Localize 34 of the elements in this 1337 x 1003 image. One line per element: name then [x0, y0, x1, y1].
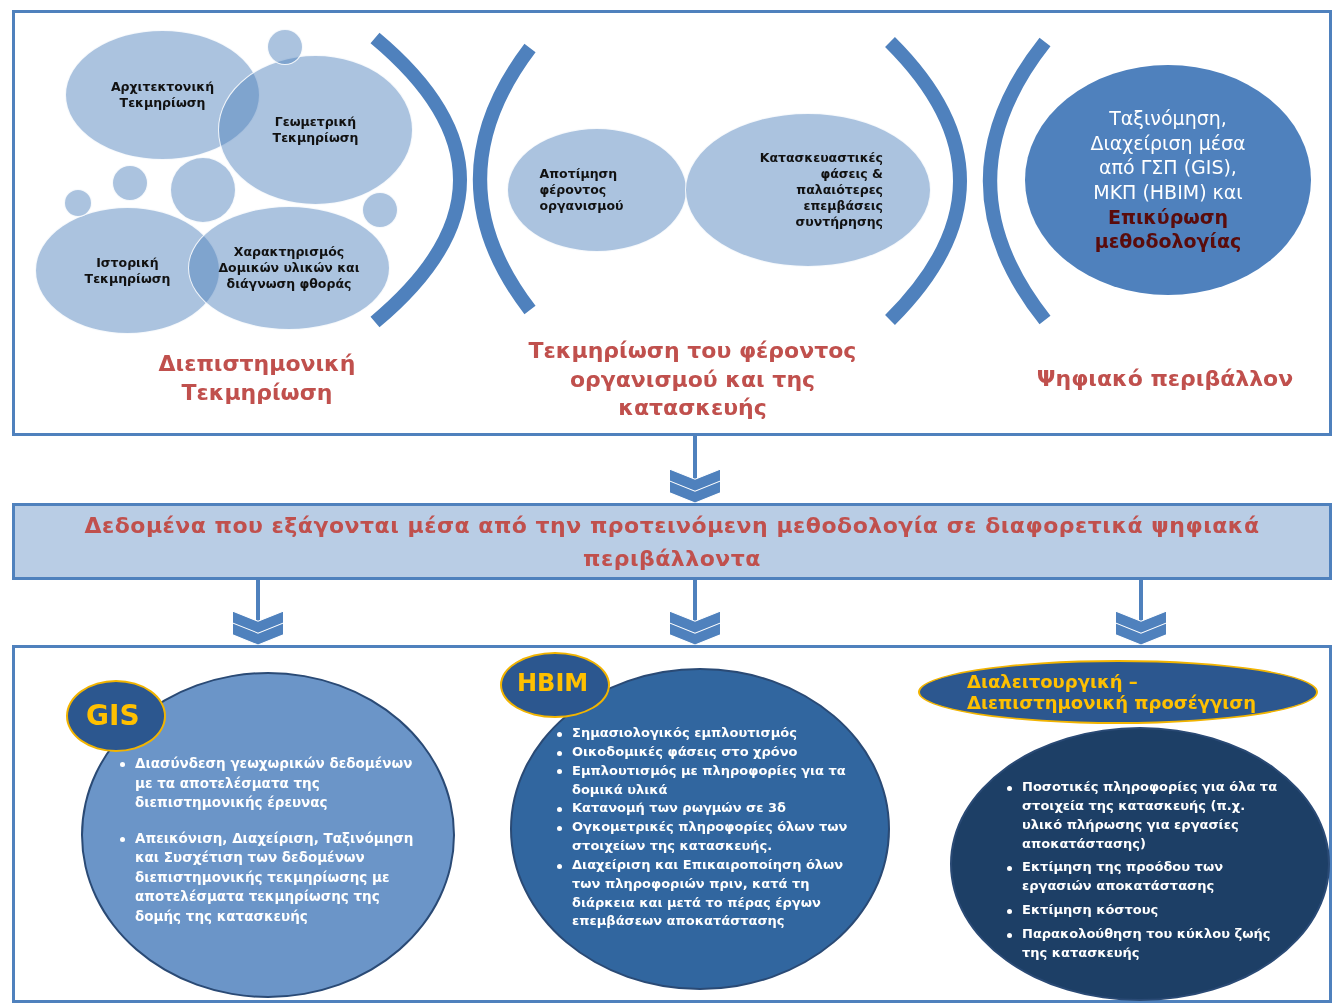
bullet-text: Οικοδομικές φάσεις στο χρόνο	[572, 742, 798, 761]
section-panel	[12, 645, 1332, 1003]
bubble-text: Χαρακτηρισμός Δομικών υλικών και διάγνωση φθοράς	[217, 244, 361, 292]
banner-text: Δεδομένα που εξάγονται μέσα από την προτεινόμενη μεθοδολογία σε διαφορετικά ψηφιακά περιβάλλοντα	[83, 511, 1261, 573]
bullet-text: Εκτίμηση κόστους	[1022, 901, 1159, 920]
bubble-text: Αποτίμηση φέροντος οργανισμού	[539, 166, 625, 214]
bullet-text: Ποσοτικές πληροφορίες για όλα τα στοιχεία της κατασκευής (π.χ. υλικό πλήρωσης για εργασίες αποκατάστασης)	[1022, 778, 1279, 853]
small-bubble	[267, 29, 303, 65]
section-caption: Ψηφιακό περιβάλλον	[1035, 365, 1295, 393]
bubble-text: Κατασκευαστικές φάσεις & παλαιότερες επεμβάσεις συντήρησης	[758, 150, 883, 230]
small-bubble	[112, 165, 148, 201]
bullet-text: Διαχείριση και Επικαιροποίηση όλων των πληροφοριών πριν, κατά τη διάρκεια και μετά το πέρας έργων επεμβάσεων αποκατάστασης	[572, 855, 845, 931]
tag-text: HBIM	[517, 670, 590, 698]
bullet-text: Παρακολούθηση του κύκλου ζωής της κατασκευής	[1022, 924, 1272, 962]
section-panel	[12, 10, 1332, 436]
bullet-text: Εμπλουτισμός με πληροφορίες για τα δομικά υλικά	[572, 761, 847, 799]
bullet-text: Κατανομή των ρωγμών σε 3δ	[572, 799, 786, 818]
bubble-text: Αρχιτεκτονική Τεκμηρίωση	[109, 79, 216, 111]
small-bubble	[64, 189, 92, 217]
small-bubble	[170, 157, 236, 223]
tag-text: GIS	[86, 700, 141, 733]
tag-text: Διαλειτουργική – Διεπιστημονική προσέγγιση	[967, 672, 1258, 714]
bubble-text: Ιστορική Τεκμηρίωση	[83, 254, 172, 287]
banner-bar	[12, 503, 1332, 580]
bubble-text: Γεωμετρική Τεκμηρίωση	[271, 114, 360, 146]
section-caption: Διεπιστημονική Τεκμηρίωση	[157, 350, 357, 407]
bullet-text: Απεικόνιση, Διαχείριση, Ταξινόμηση και Συσχέτιση των δεδομένων διεπιστημονικής τεκμηρίωσης με αποτελέσματα τεκμηρίωσης της δομής της κατασκευής	[135, 828, 415, 926]
bullet-text: Εκτίμηση της προόδου των εργασιών αποκατάστασης	[1022, 858, 1225, 896]
bullet-text: Σημασιολογικός εμπλουτισμός	[572, 724, 797, 742]
bullet-text: Ογκομετρικές πληροφορίες όλων των στοιχείων της κατασκευής.	[572, 818, 849, 856]
small-bubble	[362, 192, 398, 228]
bullet-text: Διασύνδεση γεωχωρικών δεδομένων με τα αποτελέσματα της διεπιστημονικής έρευνας	[135, 754, 414, 813]
bubble-text: Ταξινόμηση, Διαχείριση μέσα από ΓΣΠ (GIS), ΜΚΠ (HBIM) και Επικύρωση μεθοδολογίας	[1089, 105, 1247, 255]
section-caption: Τεκμηρίωση του φέροντος οργανισμού και της κατασκευής	[527, 337, 858, 423]
